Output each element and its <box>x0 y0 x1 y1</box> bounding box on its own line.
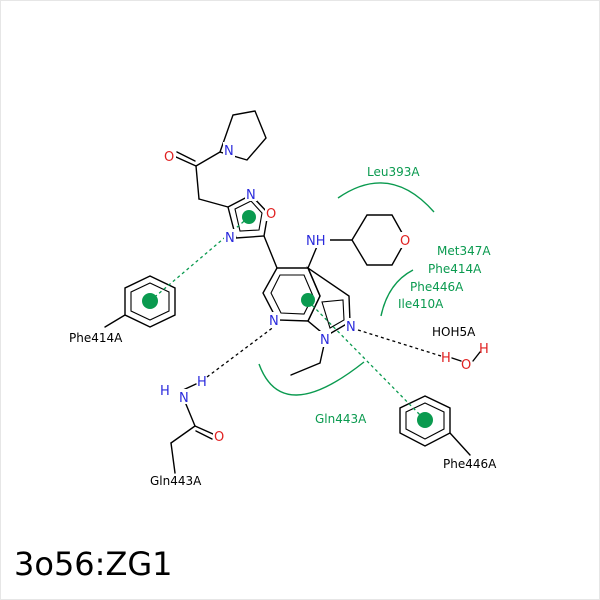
atom-n-oxadiazole-2: N <box>225 231 235 246</box>
atom-h-water-1: H <box>441 351 451 366</box>
atom-h-water-2: H <box>479 342 489 357</box>
bond-gln-c-ch2 <box>170 425 196 444</box>
atom-n-pyrrole-1: N <box>346 320 356 335</box>
label-gln443-contact: Gln443A <box>315 412 367 426</box>
oxadiazole-aromatic <box>234 200 263 232</box>
centroid-phe446 <box>417 412 433 428</box>
bond-gln-c-o <box>194 425 214 435</box>
page-title: 3o56:ZG1 <box>14 545 173 583</box>
atom-nh-amine: NH <box>306 234 326 249</box>
atom-o-water: O <box>461 358 471 373</box>
pyrrole-aromatic <box>321 299 345 329</box>
bond-n-carbonyl <box>195 151 221 167</box>
label-phe446-contact: Phe446A <box>410 280 464 294</box>
pi-phe446-core <box>307 300 426 421</box>
centroid-phe414 <box>142 293 158 309</box>
pyridine-aromatic <box>270 274 314 315</box>
label-met347: Met347A <box>437 244 491 258</box>
phe414-aromatic <box>130 282 170 321</box>
label-phe414-contact: Phe414A <box>428 262 482 276</box>
atom-h-gln-1: H <box>160 384 170 399</box>
label-phe414: Phe414A <box>69 331 123 345</box>
oxane-ring <box>351 214 407 266</box>
bond-water-h1 <box>451 357 462 362</box>
contact-arc-met347 <box>380 269 414 317</box>
bond-gln-ch2-ch2 <box>170 442 176 474</box>
bond-carbonyl-ch2 <box>195 165 200 200</box>
hbond-gln443 <box>206 325 276 378</box>
atom-o-oxadiazole: O <box>266 207 276 222</box>
phe446-aromatic <box>405 402 445 440</box>
label-gln443: Gln443A <box>150 474 202 488</box>
contact-arc-gln443 <box>258 361 365 396</box>
phe446-ring <box>399 395 451 447</box>
bond-phe446-cb <box>449 432 471 456</box>
bond-n-ethyl-2 <box>290 362 321 376</box>
atom-n-oxadiazole-1: N <box>246 188 256 203</box>
bond-ch2-oxadiazole <box>198 198 229 208</box>
label-leu393: Leu393A <box>367 165 420 179</box>
atom-n-gln: N <box>179 391 189 406</box>
phe414-ring <box>124 275 176 328</box>
centroid-oxadiazole <box>242 210 256 224</box>
bond-carbonyl-o-2 <box>176 151 196 162</box>
contact-arc-leu393 <box>337 182 435 213</box>
bond-oxadiazole-core <box>263 235 278 269</box>
atom-o-oxane: O <box>400 234 410 249</box>
hbond-water <box>357 329 442 357</box>
atom-o-carbonyl: O <box>164 150 174 165</box>
bond-carbonyl-o <box>175 156 197 167</box>
atom-o-gln: O <box>214 430 224 445</box>
bond-gln-c-o-2 <box>195 430 213 440</box>
atom-n-pyridine: N <box>269 314 279 329</box>
label-phe446: Phe446A <box>443 457 497 471</box>
centroid-pyrrole <box>301 293 315 307</box>
bond-water-h2 <box>472 351 481 362</box>
atom-n-pyrrole-2: N <box>320 333 330 348</box>
label-ile410: Ile410A <box>398 297 444 311</box>
atom-n-pyrrolidine: N <box>224 144 234 159</box>
label-water: HOH5A <box>432 325 476 339</box>
atom-h-gln-2: H <box>197 375 207 390</box>
pyrrolidine-ring <box>219 110 267 161</box>
bond-phe414-cb <box>104 314 126 328</box>
